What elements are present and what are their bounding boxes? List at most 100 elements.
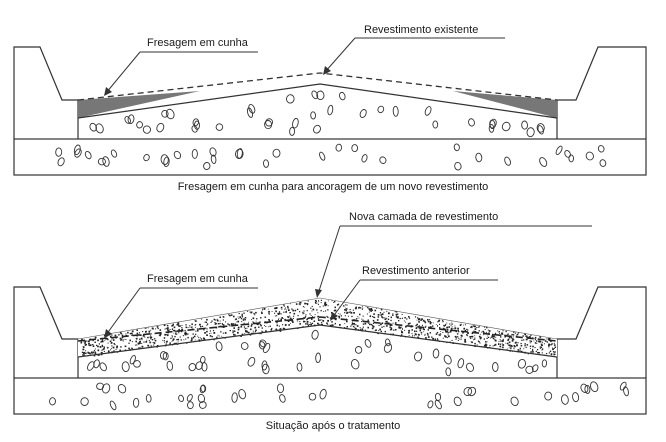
aggregate-stone [432,120,439,129]
bottom-previous-leader-arrow [331,279,361,319]
asphalt-speckle [107,350,110,353]
asphalt-speckle [380,323,382,326]
asphalt-speckle [395,322,397,324]
asphalt-speckle [100,341,102,343]
asphalt-speckle [119,337,122,340]
asphalt-speckle [400,334,403,336]
asphalt-speckle [398,326,401,329]
aggregate-stone [261,360,268,371]
asphalt-speckle [206,328,208,330]
asphalt-speckle [474,335,476,337]
asphalt-speckle [529,336,531,338]
asphalt-speckle [224,332,227,334]
aggregate-stone [97,157,106,166]
aggregate-stone [354,346,363,354]
asphalt-speckle [231,323,233,326]
asphalt-speckle [144,336,146,338]
asphalt-speckle [546,341,548,343]
asphalt-speckle [530,340,532,343]
aggregate-stone [276,383,285,394]
asphalt-speckle [192,336,195,339]
asphalt-speckle [250,311,253,314]
asphalt-speckle [540,346,543,348]
asphalt-speckle [554,353,556,355]
asphalt-speckle [111,347,112,349]
asphalt-speckle [427,336,430,338]
asphalt-speckle [545,338,547,340]
aggregate-stone [599,159,607,167]
asphalt-speckle [374,317,376,319]
asphalt-speckle [519,349,521,350]
asphalt-speckle [478,341,480,343]
asphalt-speckle [142,331,144,333]
asphalt-speckle [110,349,112,351]
asphalt-speckle [456,333,459,335]
asphalt-speckle [119,332,122,334]
asphalt-speckle [408,316,410,318]
asphalt-speckle [463,327,466,330]
asphalt-speckle [479,342,481,344]
asphalt-speckle [317,315,319,318]
asphalt-speckle [280,318,282,321]
aggregate-stone [124,116,131,124]
asphalt-speckle [424,326,427,328]
aggregate-stone [584,384,591,394]
asphalt-speckle [83,346,85,348]
asphalt-speckle [183,339,185,341]
asphalt-speckle [536,342,538,344]
aggregate-stone [489,118,497,129]
asphalt-speckle [139,332,141,334]
asphalt-speckle [369,315,371,316]
asphalt-speckle [204,332,206,334]
asphalt-speckle [379,312,382,314]
asphalt-speckle [338,317,341,319]
aggregate-stone [191,125,198,133]
aggregate-stone [308,392,317,401]
asphalt-speckle [219,320,221,322]
asphalt-speckle [390,316,392,318]
asphalt-speckle [194,326,196,328]
asphalt-speckle [292,309,295,312]
asphalt-speckle [233,327,235,329]
asphalt-speckle [103,346,105,348]
asphalt-speckle [367,306,369,308]
asphalt-speckle [383,325,385,328]
asphalt-speckle [173,329,176,332]
asphalt-speckle [84,340,87,343]
asphalt-speckle [238,312,240,315]
asphalt-speckle [166,327,168,330]
asphalt-speckle [416,319,418,321]
aggregate-stone [359,109,367,118]
asphalt-speckle [187,327,189,329]
asphalt-speckle [369,308,371,311]
asphalt-speckle [243,326,245,328]
asphalt-speckle [167,334,169,337]
aggregate-stone [127,114,135,125]
asphalt-speckle [92,344,94,346]
asphalt-speckle [500,334,502,336]
asphalt-speckle [331,324,334,327]
asphalt-speckle [303,312,305,314]
asphalt-speckle [154,337,156,339]
aggregate-stone [192,118,200,127]
asphalt-speckle [553,353,555,355]
asphalt-speckle [397,313,399,315]
asphalt-speckle [507,339,509,341]
asphalt-speckle [206,334,208,336]
asphalt-speckle [287,305,289,308]
asphalt-speckle [216,336,218,338]
aggregate-stone [585,151,594,161]
asphalt-speckle [194,320,196,322]
asphalt-speckle [285,307,286,309]
asphalt-speckle [383,311,385,313]
asphalt-speckle [171,336,173,338]
asphalt-speckle [432,337,434,340]
aggregate-stone [143,154,150,162]
asphalt-speckle [193,335,196,338]
asphalt-speckle [306,318,308,321]
asphalt-speckle [434,338,436,340]
asphalt-speckle [451,328,453,330]
asphalt-speckle [553,344,556,346]
asphalt-speckle [220,331,222,333]
asphalt-speckle [370,308,372,310]
